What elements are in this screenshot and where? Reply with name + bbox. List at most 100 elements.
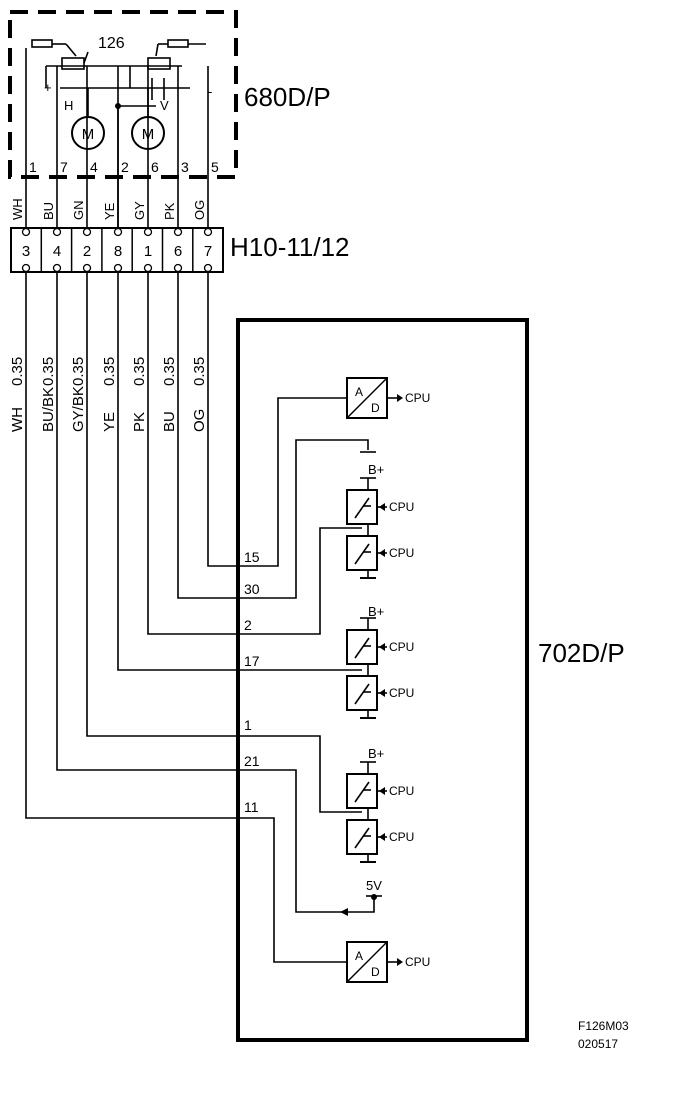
control-pin-2: 2 bbox=[244, 617, 252, 633]
adc-bottom-cpu-label: CPU bbox=[405, 955, 430, 969]
cavity-bottom-ring bbox=[143, 263, 153, 273]
adc-top-a-label: A bbox=[355, 385, 363, 399]
actuator-wire-color-og: OG bbox=[192, 200, 207, 220]
plus-sign: + bbox=[44, 80, 52, 95]
actuator-wires bbox=[25, 48, 209, 228]
cavity-top-ring bbox=[173, 227, 183, 237]
harness-color-label: BU bbox=[161, 411, 178, 432]
control-pin-30: 30 bbox=[244, 581, 260, 597]
connector-cavity-3: 3 bbox=[22, 243, 30, 260]
actuator-module: 126 680D/P + - H V bbox=[8, 10, 331, 228]
adc-top-d-label: D bbox=[371, 401, 380, 415]
bplus-label-3: B+ bbox=[368, 746, 384, 761]
potentiometer-v bbox=[147, 39, 206, 70]
figure-code: F126M03 bbox=[578, 1019, 629, 1033]
cavity-top-ring bbox=[52, 227, 62, 237]
harness-color-label: GY/BK bbox=[70, 386, 87, 432]
five-v-node bbox=[371, 894, 377, 900]
harness-wire-gy-bk bbox=[86, 272, 238, 737]
potentiometer-h bbox=[31, 39, 89, 70]
harness-size-label: 0.35 bbox=[9, 357, 26, 386]
control-pin-17: 17 bbox=[244, 653, 260, 669]
minus-sign: - bbox=[208, 84, 212, 99]
five-v-label: 5V bbox=[366, 878, 382, 893]
harness-color-label: YE bbox=[101, 412, 118, 432]
adc-top-cpu-label: CPU bbox=[405, 391, 430, 405]
actuator-pin-1: 1 bbox=[29, 159, 37, 175]
actuator-pin-4: 4 bbox=[90, 159, 98, 175]
actuator-wire-color-gy: GY bbox=[132, 201, 147, 220]
actuator-pin-3: 3 bbox=[181, 159, 189, 175]
harness-labels: WH0.35BU/BK0.35GY/BK0.35YE0.35PK0.35BU0.… bbox=[9, 357, 208, 432]
cavity-bottom-ring bbox=[113, 263, 123, 273]
switch-pair: CPU CPU bbox=[346, 761, 414, 863]
bplus-label-1: B+ bbox=[368, 462, 384, 477]
cavity-top-ring bbox=[203, 227, 213, 237]
harness-size-label: 0.35 bbox=[70, 357, 87, 386]
cavity-bottom-ring bbox=[203, 263, 213, 273]
connector-cavity-8: 8 bbox=[114, 243, 122, 260]
actuator-pin-6: 6 bbox=[151, 159, 159, 175]
actuator-pin-5: 5 bbox=[211, 159, 219, 175]
cavity-top-ring bbox=[113, 227, 123, 237]
harness-color-label: PK bbox=[131, 412, 148, 432]
harness-wire-wh bbox=[25, 272, 238, 819]
harness-wires bbox=[25, 272, 238, 819]
actuator-module-name: 680D/P bbox=[244, 82, 331, 112]
actuator-wire-color-bu: BU bbox=[41, 202, 56, 220]
figure-date: 020517 bbox=[578, 1037, 618, 1051]
actuator-wire-color-pk: PK bbox=[162, 202, 177, 220]
control-pin-21: 21 bbox=[244, 753, 260, 769]
connector-cavity-7: 7 bbox=[204, 243, 212, 260]
cavity-top-ring bbox=[82, 227, 92, 237]
switch-pair: CPU CPU bbox=[346, 477, 414, 579]
actuator-wire-color-ye: YE bbox=[102, 202, 117, 220]
harness-wire-bu-bk bbox=[56, 272, 238, 771]
actuator-pin-numbers: 1 7 4 2 6 3 5 bbox=[29, 159, 219, 175]
motor-h: M bbox=[71, 116, 105, 150]
control-pin-15: 15 bbox=[244, 549, 260, 565]
switch-cpu-label-1: CPU bbox=[389, 546, 414, 560]
harness-size-label: 0.35 bbox=[161, 357, 178, 386]
cavity-bottom-ring bbox=[21, 263, 31, 273]
actuator-pin-2: 2 bbox=[121, 159, 129, 175]
control-pin-1: 1 bbox=[244, 717, 252, 733]
actuator-wire-colors: WH BU GN YE GY PK OG bbox=[10, 198, 207, 220]
harness-size-label: 0.35 bbox=[131, 357, 148, 386]
control-pin-numbers: 15 30 2 17 1 21 11 bbox=[244, 549, 260, 815]
adc-bottom-d-label: D bbox=[371, 965, 380, 979]
connector-cavity-4: 4 bbox=[53, 243, 61, 260]
harness-size-label: 0.35 bbox=[191, 357, 208, 386]
motor-h-symbol: M bbox=[82, 126, 95, 143]
connector-name: H10-11/12 bbox=[230, 232, 350, 262]
actuator-wire-color-gn: GN bbox=[71, 201, 86, 221]
control-internal-wiring bbox=[238, 397, 382, 963]
control-pin-11: 11 bbox=[244, 799, 259, 815]
switch-cpu-label-4: CPU bbox=[389, 784, 414, 798]
connector-cavity-6: 6 bbox=[174, 243, 182, 260]
harness-color-label: OG bbox=[191, 409, 208, 432]
adc-converter-top: AD CPU bbox=[346, 377, 430, 419]
harness-size-label: 0.35 bbox=[101, 357, 118, 386]
switch-cpu-label-0: CPU bbox=[389, 500, 414, 514]
harness-wire-ye bbox=[117, 272, 238, 671]
harness-size-label: 0.35 bbox=[40, 357, 57, 386]
harness-wire-og bbox=[207, 272, 238, 567]
actuator-part-number: 126 bbox=[98, 35, 125, 52]
control-module: 702D/P bbox=[236, 318, 625, 1042]
actuator-pin-7: 7 bbox=[60, 159, 68, 175]
actuator-wire-color-wh: WH bbox=[10, 198, 25, 220]
harness-color-label: WH bbox=[9, 407, 26, 432]
switch-cpu-label-3: CPU bbox=[389, 686, 414, 700]
switch-cpu-label-5: CPU bbox=[389, 830, 414, 844]
connector-cavity-2: 2 bbox=[83, 243, 91, 260]
actuator-dashed-border bbox=[8, 10, 238, 179]
control-module-name: 702D/P bbox=[538, 638, 625, 668]
cavity-bottom-ring bbox=[52, 263, 62, 273]
